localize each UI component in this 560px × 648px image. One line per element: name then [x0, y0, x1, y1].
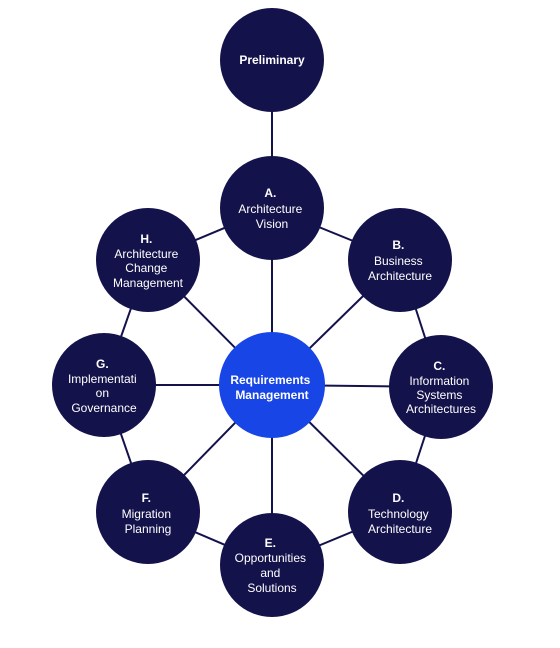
svg-text:E. Opportunities a: E. Opportunities and Solutions	[235, 536, 310, 595]
phase-d-title: D.	[392, 491, 404, 505]
svg-text:C. Information Sys: C. Information Systems Architectures	[406, 359, 476, 416]
center-line-2: Management	[235, 388, 308, 402]
phase-f-circle	[96, 460, 200, 564]
phase-b-circle	[348, 208, 452, 312]
phase-h-title: H.	[140, 232, 152, 246]
svg-text:A. Architecture Vi: A. Architecture Vision	[238, 186, 305, 231]
svg-text:H. Architecture Ch: H. Architecture Change Management	[113, 232, 184, 290]
phase-a-line-2: Vision	[256, 217, 288, 231]
phase-g-circle	[52, 333, 156, 437]
phase-c-line-3: Architectures	[406, 402, 476, 416]
phase-b-node[interactable]: B. Business Architecture	[348, 208, 452, 312]
phase-b-line-1: Business	[374, 254, 423, 268]
preliminary-circle	[220, 8, 324, 112]
svg-text:D. Technology Arch: D. Technology Architecture	[368, 491, 432, 536]
svg-text:Requirements Management: Requirements Management	[230, 373, 313, 402]
phase-h-circle	[96, 208, 200, 312]
phase-g-node[interactable]: G. Implementati on Governance	[52, 333, 156, 437]
svg-text:B. Business Archit: B. Business Architecture	[368, 238, 432, 283]
center-line-1: Requirements	[230, 373, 310, 387]
phase-c-node[interactable]: C. Information Systems Architectures	[389, 335, 493, 439]
preliminary-node[interactable]: Preliminary	[220, 8, 324, 112]
phase-b-title: B.	[392, 238, 404, 252]
phase-e-title: E.	[265, 536, 276, 550]
phase-d-node[interactable]: D. Technology Architecture	[348, 460, 452, 564]
phase-c-title: C.	[433, 359, 445, 373]
phase-h-node[interactable]: H. Architecture Change Management	[96, 208, 200, 312]
phase-e-line-2: and	[260, 566, 280, 580]
phase-g-line-1: Implementati	[68, 372, 137, 386]
phase-g-title: G.	[96, 357, 109, 371]
phase-h-line-3: Management	[113, 276, 184, 290]
phase-f-title: F.	[142, 491, 151, 505]
requirements-management-node[interactable]: Requirements Management	[219, 332, 325, 438]
phase-c-line-1: Information	[409, 374, 469, 388]
phase-d-circle	[348, 460, 452, 564]
svg-text:G. Implementati on: G. Implementati on Governance	[68, 357, 140, 415]
svg-text:F. Migration Plann: F. Migration Planning	[122, 491, 175, 536]
phase-g-line-2: on	[96, 386, 109, 400]
phase-b-line-2: Architecture	[368, 269, 432, 283]
phase-e-line-1: Opportunities	[235, 551, 306, 565]
phase-a-circle	[220, 156, 324, 260]
phase-a-line-1: Architecture	[238, 202, 302, 216]
phase-e-circle	[220, 513, 324, 617]
phase-h-line-1: Architecture	[114, 247, 178, 261]
phase-d-line-2: Architecture	[368, 522, 432, 536]
phase-d-line-1: Technology	[368, 507, 429, 521]
preliminary-label: Preliminary	[239, 53, 305, 67]
phase-c-line-2: Systems	[416, 388, 462, 402]
phase-g-line-3: Governance	[71, 401, 137, 415]
phase-a-node[interactable]: A. Architecture Vision	[220, 156, 324, 260]
phase-a-title: A.	[264, 186, 276, 200]
phase-f-line-2: Planning	[125, 522, 172, 536]
phase-e-node[interactable]: E. Opportunities and Solutions	[220, 513, 324, 617]
requirements-management-circle	[219, 332, 325, 438]
phase-f-line-1: Migration	[122, 507, 171, 521]
svg-text:Preliminary: Preliminary	[239, 53, 305, 67]
phase-c-circle	[389, 335, 493, 439]
phase-h-line-2: Change	[125, 261, 167, 275]
phase-f-node[interactable]: F. Migration Planning	[96, 460, 200, 564]
phase-e-line-3: Solutions	[247, 581, 296, 595]
